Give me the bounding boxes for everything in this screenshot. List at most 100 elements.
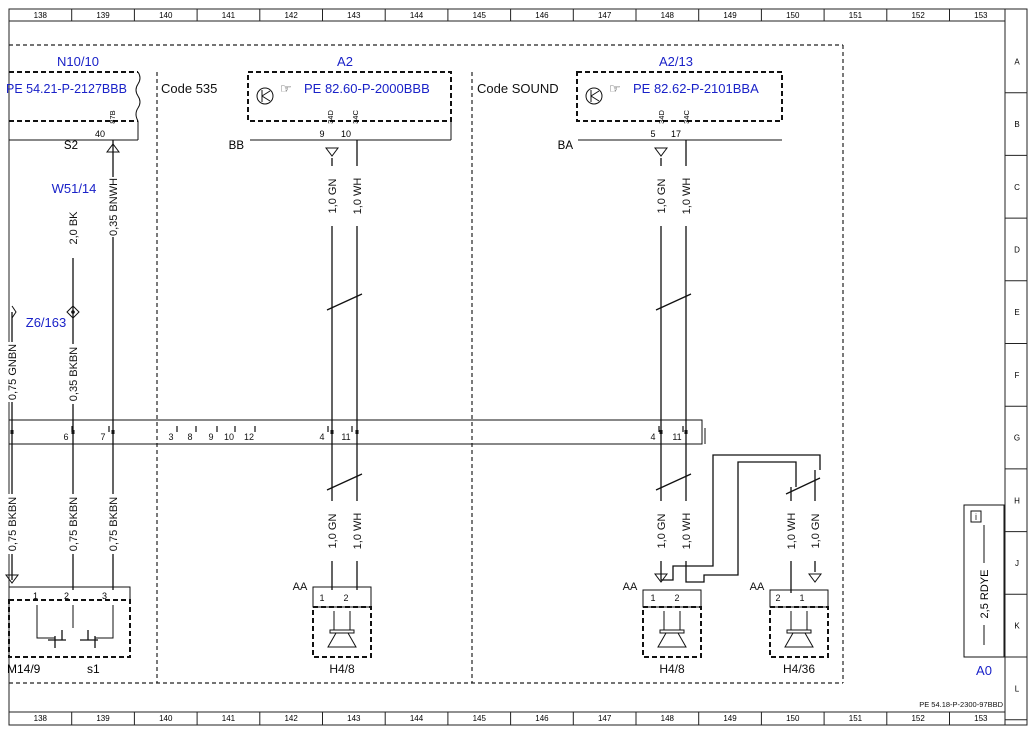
module-a2-id: A2 bbox=[337, 54, 353, 69]
wire-label: 0,75 GNBN bbox=[7, 344, 19, 400]
svg-text:1: 1 bbox=[319, 593, 324, 603]
a213-pin-34d: 34D bbox=[657, 110, 666, 124]
row-label: E bbox=[1014, 308, 1019, 317]
module-a2-13: A2/13 ☞ PE 82.62-P-2101BBA 5 17 34D 34C … bbox=[558, 54, 783, 152]
bus-pin: 11 bbox=[672, 432, 681, 442]
column-label: 142 bbox=[284, 714, 298, 723]
module-a2-ref: PE 82.60-P-2000BBB bbox=[304, 81, 430, 96]
wire-label: 0,35 BNWH bbox=[108, 178, 120, 236]
bus-pin: 9 bbox=[208, 432, 213, 442]
svg-text:AA: AA bbox=[293, 581, 308, 593]
pin-40: 40 bbox=[95, 129, 105, 139]
ground-symbols bbox=[5, 143, 822, 584]
bus-pin: 4 bbox=[319, 432, 324, 442]
column-label: 144 bbox=[410, 714, 424, 723]
wire-label: 1,0 GN bbox=[327, 514, 339, 549]
footer-ref: PE 54.18-P-2300-97BBD bbox=[919, 700, 1003, 709]
wire-label: 1,0 WH bbox=[352, 178, 364, 215]
column-label: 146 bbox=[535, 714, 549, 723]
column-label: 153 bbox=[974, 11, 988, 20]
svg-text:H4/8: H4/8 bbox=[659, 662, 685, 676]
svg-text:AA: AA bbox=[623, 581, 638, 593]
connector-w51-14: W51/14 bbox=[52, 181, 97, 196]
svg-text:i: i bbox=[975, 512, 977, 522]
row-label: F bbox=[1015, 371, 1020, 380]
wire-label: 1,0 WH bbox=[786, 513, 798, 550]
bus-pin: 8 bbox=[187, 432, 192, 442]
column-label: 145 bbox=[473, 11, 487, 20]
column-label: 150 bbox=[786, 11, 800, 20]
svg-text:2: 2 bbox=[64, 591, 69, 601]
a2-pin-10: 10 bbox=[341, 129, 351, 139]
column-label: 149 bbox=[723, 714, 737, 723]
column-label: 146 bbox=[535, 11, 549, 20]
wire-label: 0,75 BKBN bbox=[68, 497, 80, 551]
row-label: G bbox=[1014, 434, 1020, 443]
svg-text:H4/36: H4/36 bbox=[783, 662, 815, 676]
row-label: B bbox=[1014, 120, 1019, 129]
bus-pin: 6 bbox=[63, 432, 68, 442]
wire-label: 0,35 BKBN bbox=[68, 347, 80, 401]
code-535-label: Code 535 bbox=[161, 81, 217, 96]
module-n10-10-id: N10/10 bbox=[57, 54, 99, 69]
column-label: 142 bbox=[284, 11, 298, 20]
ground-bb: BB bbox=[229, 140, 245, 152]
legend-wire: 2,5 RDYE bbox=[979, 570, 991, 619]
a213-pin-5: 5 bbox=[650, 129, 655, 139]
svg-text:2: 2 bbox=[674, 593, 679, 603]
wire-label: 0,75 BKBN bbox=[7, 497, 19, 551]
wire-label: 1,0 GN bbox=[810, 514, 822, 549]
svg-text:2: 2 bbox=[343, 593, 348, 603]
bus-pin: 4 bbox=[650, 432, 655, 442]
wire-labels-upper: 2,0 BK 0,35 BNWH 0,75 GNBN 0,35 BKBN 1,0 GN 1… bbox=[6, 166, 693, 404]
row-label: A bbox=[1014, 57, 1020, 66]
column-label: 138 bbox=[34, 714, 48, 723]
svg-text:2: 2 bbox=[775, 593, 780, 603]
column-label: 139 bbox=[96, 11, 110, 20]
column-label: 151 bbox=[849, 11, 863, 20]
row-label: H bbox=[1014, 496, 1020, 505]
bottom-m14-9: 1 2 3 M14/9 s1 bbox=[7, 586, 131, 676]
svg-text:1: 1 bbox=[33, 591, 38, 601]
a2-pin-34c: 34C bbox=[351, 110, 360, 124]
component-s1: s1 bbox=[87, 662, 100, 676]
pin-87b: 87B bbox=[108, 110, 117, 123]
pointer-icon: ☞ bbox=[609, 81, 621, 96]
wire-label: 2,0 BK bbox=[68, 211, 80, 245]
code-sound-label: Code SOUND bbox=[477, 81, 559, 96]
wire-label: 1,0 WH bbox=[681, 178, 693, 215]
module-a2-13-ref: PE 82.62-P-2101BBA bbox=[633, 81, 759, 96]
column-label: 141 bbox=[222, 11, 236, 20]
column-label: 138 bbox=[34, 11, 48, 20]
ground-s2: S2 bbox=[64, 140, 78, 152]
column-label: 140 bbox=[159, 714, 173, 723]
svg-text:H4/8: H4/8 bbox=[329, 662, 355, 676]
speaker-h4-36: H4/36 AA 2 1 bbox=[750, 581, 829, 676]
component-m14-9: M14/9 bbox=[7, 662, 41, 676]
column-label: 143 bbox=[347, 11, 361, 20]
column-label: 149 bbox=[723, 11, 737, 20]
row-label: J bbox=[1015, 559, 1019, 568]
a2-pin-9: 9 bbox=[319, 129, 324, 139]
wire-label: 1,0 GN bbox=[656, 514, 668, 549]
row-label: L bbox=[1015, 684, 1020, 693]
page-frame bbox=[8, 8, 1028, 726]
wire-label: 1,0 GN bbox=[327, 179, 339, 214]
bus-pin: 3 bbox=[168, 432, 173, 442]
row-label: D bbox=[1014, 245, 1020, 254]
svg-text:1: 1 bbox=[799, 593, 804, 603]
bus-pin: 11 bbox=[341, 432, 350, 442]
a213-pin-17: 17 bbox=[671, 129, 681, 139]
svg-text:AA: AA bbox=[750, 581, 765, 593]
column-label: 145 bbox=[473, 714, 487, 723]
column-label: 140 bbox=[159, 11, 173, 20]
wire-lines bbox=[11, 140, 821, 593]
ground-ba: BA bbox=[558, 140, 574, 152]
svg-text:3: 3 bbox=[102, 591, 107, 601]
